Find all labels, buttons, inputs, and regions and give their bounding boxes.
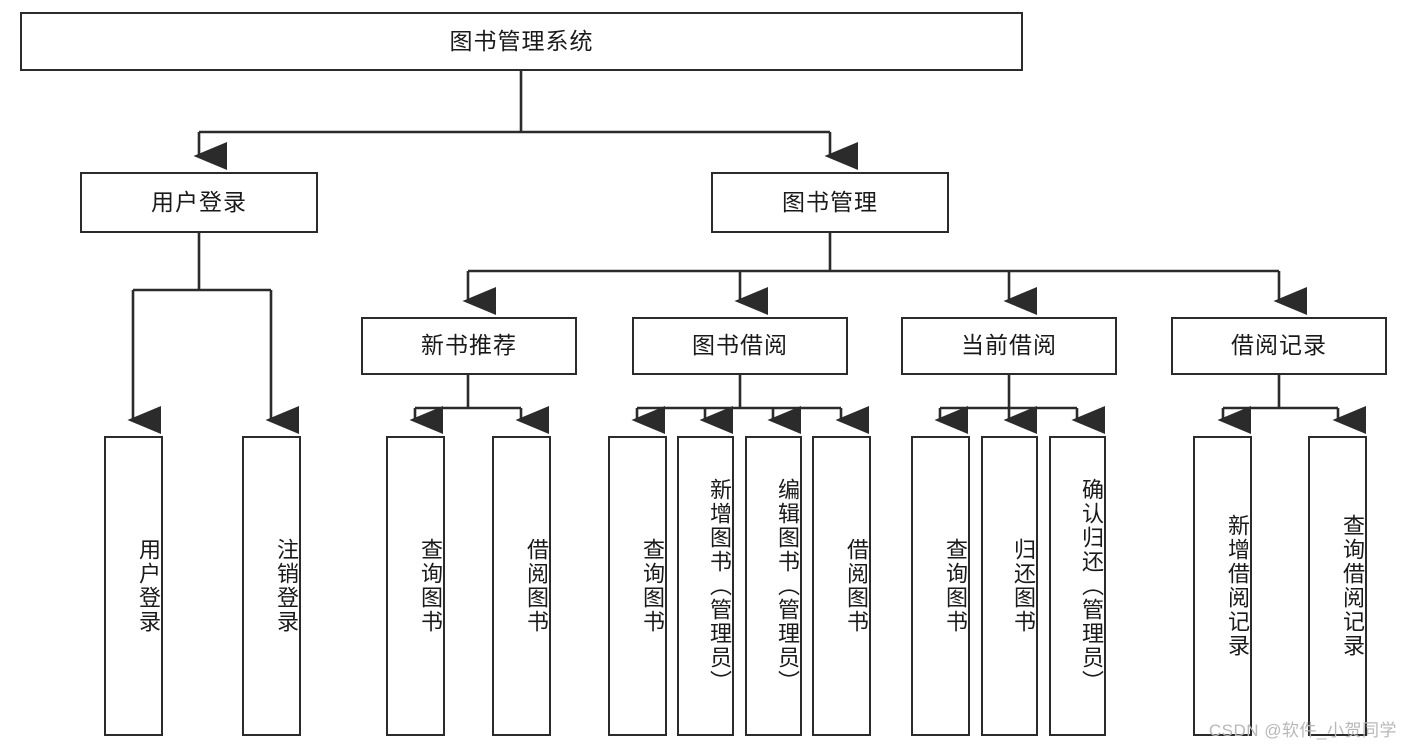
node-leaf-user-login-label: 用户登录 — [136, 538, 161, 634]
node-book-borrow[interactable]: 图书借阅 — [632, 317, 848, 375]
node-leaf-borrow-book-1[interactable]: 借阅图书 — [492, 436, 551, 736]
node-leaf-query-book-1-label: 查询图书 — [418, 538, 443, 634]
node-leaf-edit-book-label: 编辑图书（管理员） — [775, 478, 800, 694]
node-leaf-add-book-label: 新增图书（管理员） — [707, 478, 732, 694]
node-root-label: 图书管理系统 — [449, 27, 594, 54]
node-leaf-query-record-label: 查询借阅记录 — [1340, 514, 1365, 658]
node-current-borrow-label: 当前借阅 — [961, 332, 1057, 359]
node-leaf-confirm-return-label: 确认归还（管理员） — [1079, 478, 1104, 694]
node-root[interactable]: 图书管理系统 — [20, 12, 1023, 71]
node-leaf-borrow-book-1-label: 借阅图书 — [524, 538, 549, 634]
node-new-book-recommend[interactable]: 新书推荐 — [361, 317, 577, 375]
node-leaf-query-book-2[interactable]: 查询图书 — [608, 436, 667, 736]
node-leaf-logout-label: 注销登录 — [274, 538, 299, 634]
node-book-management-label: 图书管理 — [782, 188, 878, 215]
node-borrow-record-label: 借阅记录 — [1231, 332, 1327, 359]
node-leaf-query-record[interactable]: 查询借阅记录 — [1308, 436, 1367, 736]
node-leaf-add-record[interactable]: 新增借阅记录 — [1193, 436, 1252, 736]
node-book-management[interactable]: 图书管理 — [711, 172, 949, 233]
node-leaf-query-book-1[interactable]: 查询图书 — [386, 436, 445, 736]
node-leaf-edit-book[interactable]: 编辑图书（管理员） — [745, 436, 802, 736]
node-leaf-user-login[interactable]: 用户登录 — [104, 436, 163, 736]
node-book-borrow-label: 图书借阅 — [692, 332, 788, 359]
node-new-book-recommend-label: 新书推荐 — [421, 332, 517, 359]
node-borrow-record[interactable]: 借阅记录 — [1171, 317, 1387, 375]
node-leaf-query-book-3[interactable]: 查询图书 — [911, 436, 970, 736]
node-leaf-borrow-book-2-label: 借阅图书 — [844, 538, 869, 634]
node-current-borrow[interactable]: 当前借阅 — [901, 317, 1117, 375]
node-leaf-return-book[interactable]: 归还图书 — [981, 436, 1038, 736]
node-leaf-add-book[interactable]: 新增图书（管理员） — [677, 436, 734, 736]
node-user-login[interactable]: 用户登录 — [80, 172, 318, 233]
node-leaf-confirm-return[interactable]: 确认归还（管理员） — [1049, 436, 1106, 736]
csdn-watermark: CSDN @软件_小贺同学 — [1208, 721, 1397, 740]
node-leaf-logout[interactable]: 注销登录 — [242, 436, 301, 736]
node-leaf-query-book-2-label: 查询图书 — [640, 538, 665, 634]
node-leaf-query-book-3-label: 查询图书 — [943, 538, 968, 634]
node-leaf-return-book-label: 归还图书 — [1011, 538, 1036, 634]
node-leaf-add-record-label: 新增借阅记录 — [1225, 514, 1250, 658]
node-leaf-borrow-book-2[interactable]: 借阅图书 — [812, 436, 871, 736]
node-user-login-label: 用户登录 — [151, 188, 247, 215]
